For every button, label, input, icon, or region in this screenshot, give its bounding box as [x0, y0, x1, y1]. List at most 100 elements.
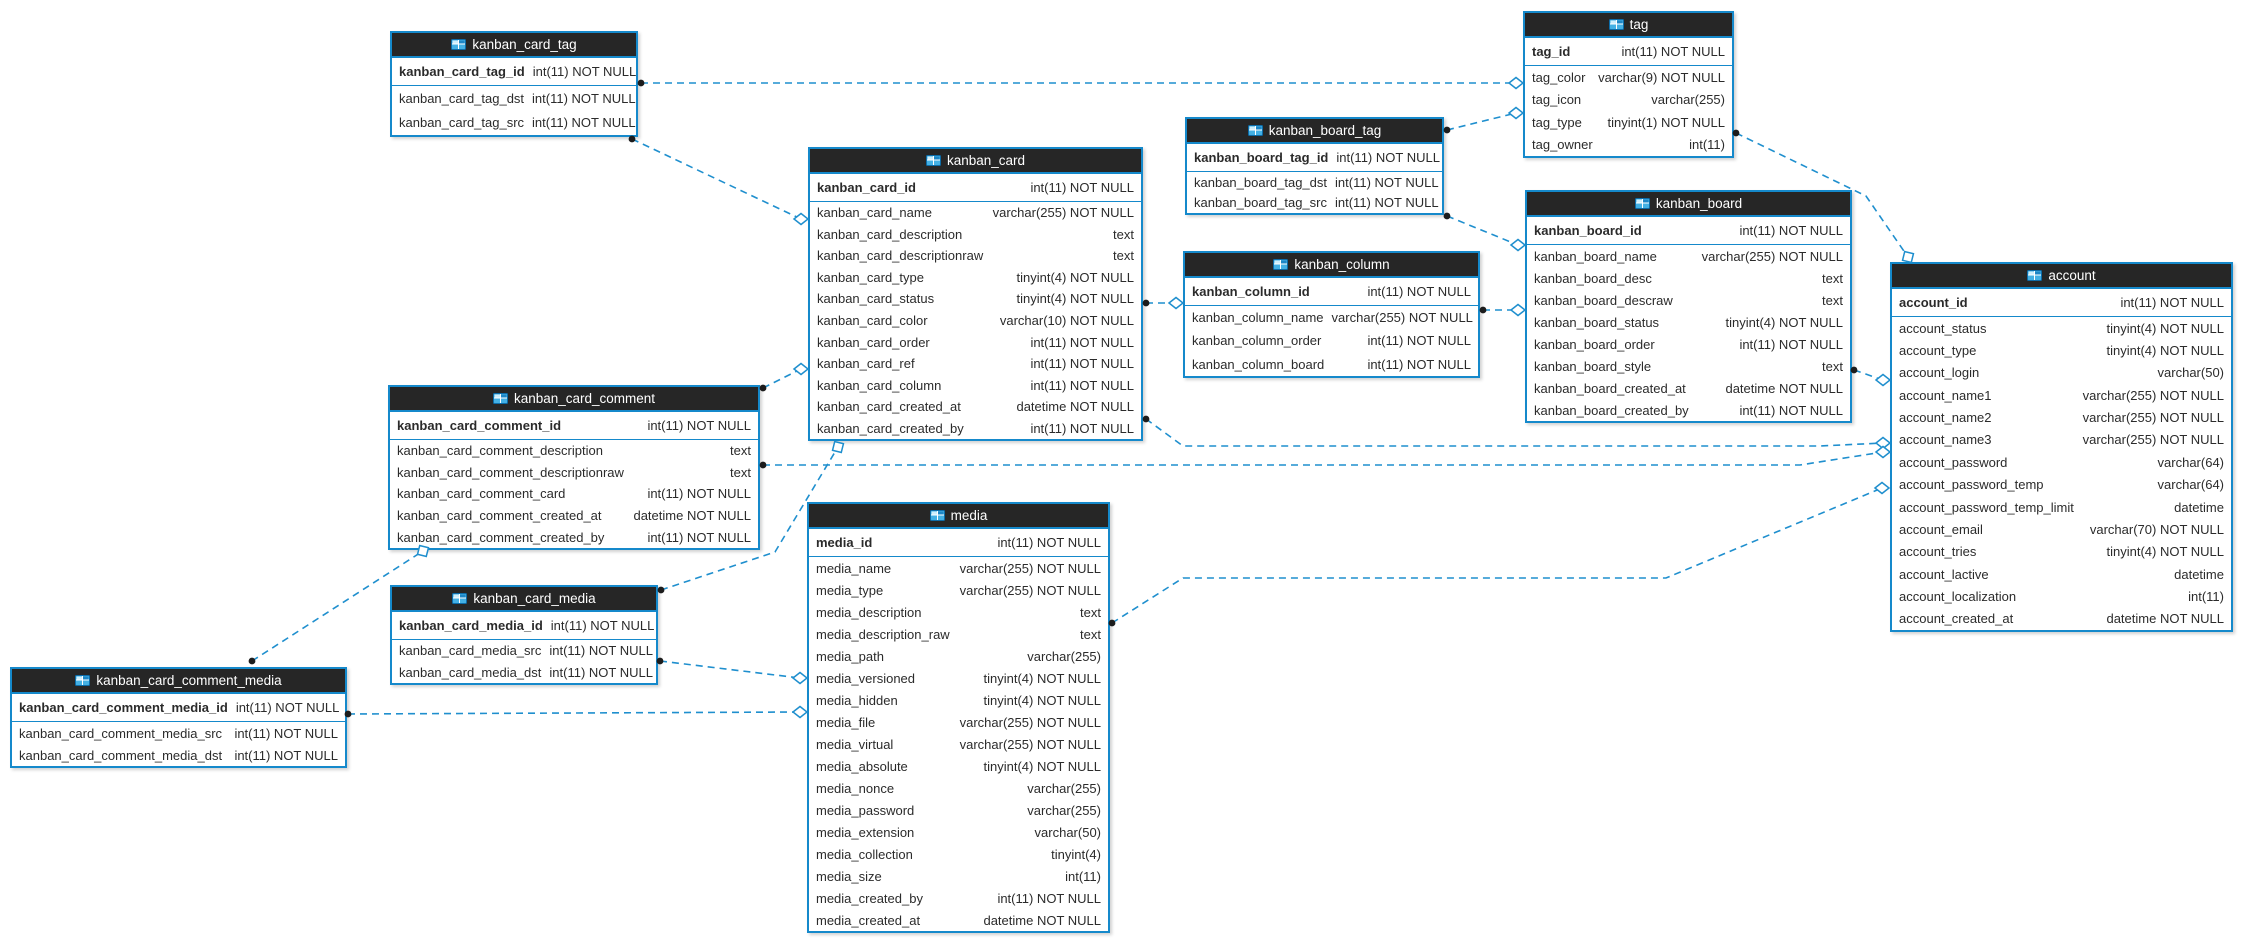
column-name: media_name	[816, 560, 892, 576]
column-name: media_path	[816, 648, 884, 664]
column-type: datetime NOT NULL	[1725, 380, 1843, 396]
column-type: int(11) NOT NULL	[997, 535, 1101, 550]
column-name: media_versioned	[816, 670, 916, 686]
table-header[interactable]: media	[809, 504, 1108, 529]
column-type: int(11) NOT NULL	[647, 529, 751, 545]
rel-media--account[interactable]	[1111, 487, 1883, 624]
table-header[interactable]: kanban_board_tag	[1187, 119, 1442, 144]
column-name: media_collection	[816, 846, 913, 862]
column-type: datetime NOT NULL	[983, 912, 1101, 928]
rel-kanban_board_tag--kanban_board[interactable]	[1446, 215, 1519, 246]
table-header[interactable]: kanban_board	[1527, 192, 1850, 217]
rel-kanban_card_comment--account[interactable]	[763, 451, 1884, 466]
rel-kanban_card_comment_media--media[interactable]	[347, 711, 801, 715]
table-header[interactable]: kanban_card_comment_media	[12, 669, 345, 694]
table-title: kanban_column	[1294, 257, 1390, 272]
rel-kanban_card_media--kanban_card[interactable]	[660, 446, 839, 591]
column-type: int(11) NOT NULL	[234, 725, 338, 741]
column-name: kanban_card_type	[817, 269, 924, 285]
column-row-kanban_board_tag_src: kanban_board_tag_src int(11) NOT NULL	[1187, 193, 1442, 214]
column-type: int(11) NOT NULL	[647, 418, 751, 433]
table-kanban_card_comment_media[interactable]: kanban_card_comment_media kanban_card_co…	[10, 667, 347, 768]
column-name: account_name2	[1899, 410, 1992, 426]
table-header[interactable]: kanban_card_comment	[390, 387, 758, 412]
table-header[interactable]: kanban_column	[1185, 253, 1478, 278]
table-title: kanban_card_tag	[472, 37, 577, 52]
column-type: varchar(64)	[2157, 454, 2224, 470]
column-name: kanban_card_created_by	[817, 420, 964, 436]
table-header[interactable]: kanban_card_media	[392, 587, 656, 612]
table-header[interactable]: tag	[1525, 13, 1732, 38]
rel-tag--account[interactable]	[1735, 132, 1909, 258]
rel-kanban_board--account[interactable]	[1853, 369, 1884, 381]
column-name: kanban_card_media_src	[399, 643, 542, 659]
table-icon	[452, 593, 468, 604]
column-type: text	[730, 443, 751, 459]
column-type: int(11) NOT NULL	[1335, 174, 1439, 190]
column-type: varchar(255) NOT NULL	[992, 205, 1134, 221]
column-type: int(11)	[1065, 868, 1101, 884]
table-title: account	[2048, 268, 2096, 283]
column-type: int(11) NOT NULL	[1030, 334, 1134, 350]
table-header[interactable]: account	[1892, 264, 2231, 289]
column-type: int(11) NOT NULL	[1335, 195, 1439, 211]
column-name: kanban_card_comment_created_at	[397, 508, 602, 524]
column-type: tinyint(4) NOT NULL	[2106, 320, 2224, 336]
table-kanban_card_comment[interactable]: kanban_card_comment kanban_card_comment_…	[388, 385, 760, 550]
rel-kanban_board_tag--tag[interactable]	[1446, 112, 1517, 131]
relation-target-diamond	[1507, 106, 1525, 120]
rel-kanban_card_comment_media--kanban_card_comment[interactable]	[251, 550, 424, 662]
column-type: int(11) NOT NULL	[549, 643, 653, 659]
rel-kanban_card_tag--kanban_card[interactable]	[631, 138, 802, 220]
column-type: int(11) NOT NULL	[1030, 377, 1134, 393]
column-name: media_created_at	[816, 912, 921, 928]
table-icon	[75, 675, 91, 686]
table-icon	[2027, 270, 2043, 281]
column-type: varchar(255) NOT NULL	[959, 714, 1101, 730]
column-name: media_absolute	[816, 758, 908, 774]
column-name: account_email	[1899, 521, 1983, 537]
column-name: kanban_board_tag_src	[1194, 195, 1327, 211]
column-type: int(11) NOT NULL	[550, 618, 655, 633]
table-header[interactable]: kanban_card_tag	[392, 33, 636, 58]
column-name: media_extension	[816, 824, 915, 840]
rel-kanban_card_media--media[interactable]	[659, 660, 801, 679]
column-name: media_nonce	[816, 780, 895, 796]
column-type: int(11) NOT NULL	[1739, 223, 1843, 238]
column-type: varchar(255) NOT NULL	[2082, 432, 2224, 448]
rel-kanban_card--account[interactable]	[1145, 418, 1884, 447]
column-type: tinyint(4) NOT NULL	[2106, 343, 2224, 359]
column-row-media_collection: media_collection tinyint(4)	[809, 843, 1108, 865]
rel-kanban_card_comment--kanban_card[interactable]	[762, 368, 802, 389]
column-type: int(11) NOT NULL	[532, 64, 636, 79]
table-header[interactable]: kanban_card	[810, 149, 1141, 174]
column-name: kanban_column_order	[1192, 333, 1322, 349]
column-type: tinyint(4)	[1051, 846, 1101, 862]
column-name: account_login	[1899, 365, 1980, 381]
